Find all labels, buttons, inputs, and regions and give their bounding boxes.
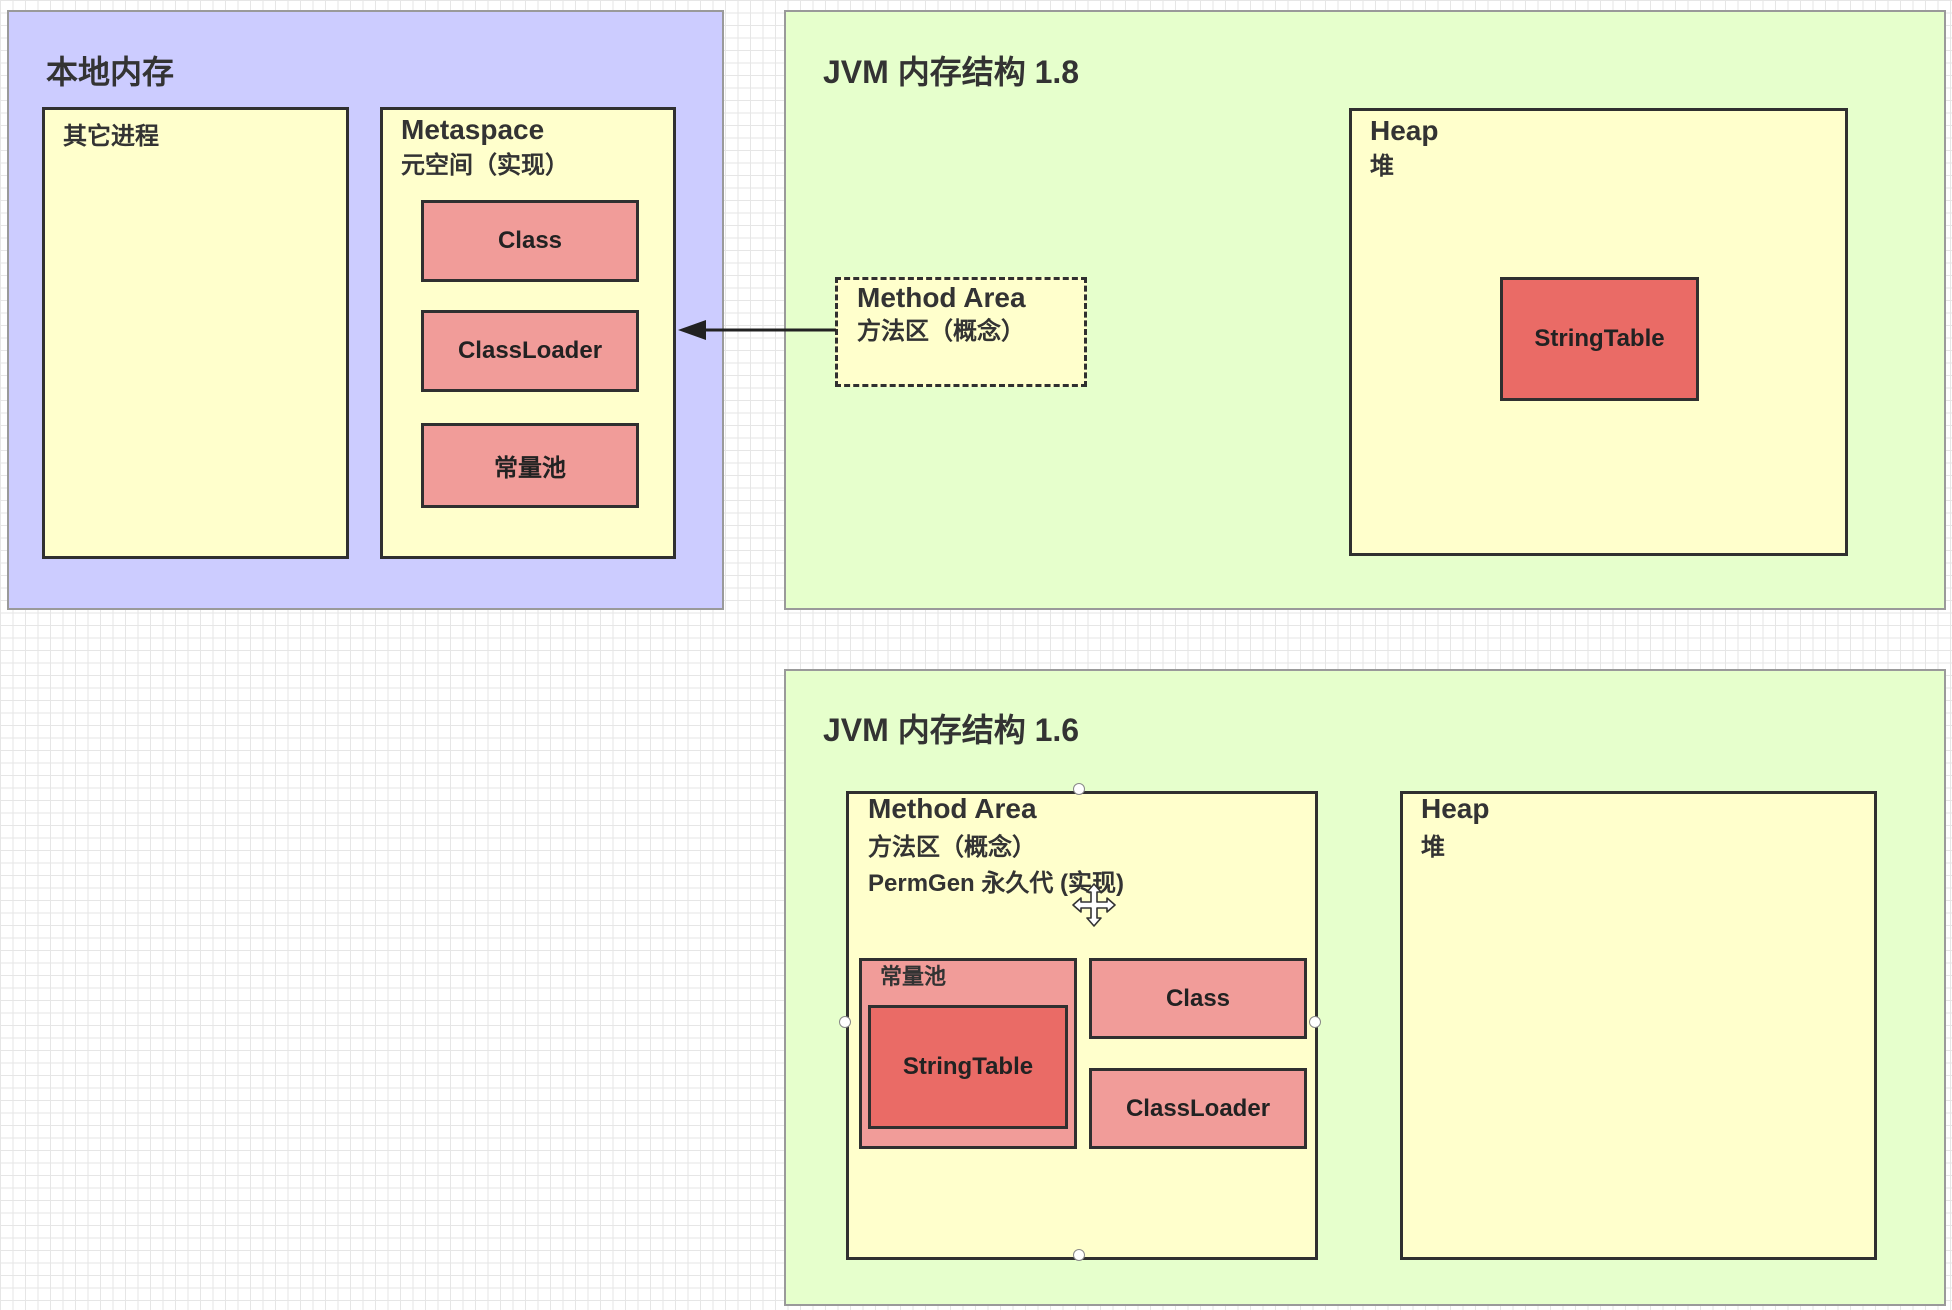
jvm16-heap-box[interactable]: Heap 堆 xyxy=(1400,791,1877,1260)
jvm16-constant-pool-box[interactable]: 常量池 StringTable xyxy=(859,958,1077,1149)
jvm16-method-area-desc: 方法区（概念） xyxy=(868,834,1036,861)
jvm16-heap-desc: 堆 xyxy=(1421,834,1445,861)
selection-handle-left[interactable] xyxy=(839,1016,851,1028)
jvm16-heap-name: Heap xyxy=(1421,793,1490,824)
selection-handle-bottom[interactable] xyxy=(1073,1249,1085,1261)
jvm16-method-area-box[interactable]: Method Area 方法区（概念） PermGen 永久代 (实现) 常量池… xyxy=(846,791,1318,1260)
jvm18-title: JVM 内存结构 1.8 xyxy=(823,54,1080,90)
native-memory-title: 本地内存 xyxy=(46,54,175,90)
jvm16-title: JVM 内存结构 1.6 xyxy=(823,712,1080,748)
jvm18-method-area-desc: 方法区（概念） xyxy=(857,318,1025,345)
jvm18-method-area-name: Method Area xyxy=(857,282,1026,313)
move-cursor-icon xyxy=(1072,883,1116,927)
jvm16-string-table-box[interactable]: StringTable xyxy=(868,1005,1068,1129)
other-process-box[interactable]: 其它进程 xyxy=(42,107,349,559)
jvm18-heap-name: Heap xyxy=(1370,115,1439,146)
other-process-label: 其它进程 xyxy=(63,123,159,150)
method-area-to-metaspace-arrow[interactable] xyxy=(670,315,840,345)
metaspace-constant-pool-box[interactable]: 常量池 xyxy=(421,423,639,508)
metaspace-name: Metaspace xyxy=(401,114,545,145)
jvm18-method-area-box[interactable]: Method Area 方法区（概念） xyxy=(835,277,1087,387)
metaspace-box[interactable]: Metaspace 元空间（实现） Class ClassLoader 常量池 xyxy=(380,107,676,559)
metaspace-classloader-box[interactable]: ClassLoader xyxy=(421,310,639,392)
native-memory-panel[interactable]: 本地内存 其它进程 Metaspace 元空间（实现） Class ClassL… xyxy=(7,10,724,610)
jvm18-heap-desc: 堆 xyxy=(1370,153,1394,180)
jvm16-panel[interactable]: JVM 内存结构 1.6 Method Area 方法区（概念） PermGen… xyxy=(784,669,1946,1306)
jvm16-method-area-name: Method Area xyxy=(868,793,1037,824)
jvm18-panel[interactable]: JVM 内存结构 1.8 Method Area 方法区（概念） Heap 堆 … xyxy=(784,10,1946,610)
metaspace-desc: 元空间（实现） xyxy=(401,152,569,179)
jvm18-string-table-box[interactable]: StringTable xyxy=(1500,277,1699,401)
jvm18-heap-box[interactable]: Heap 堆 StringTable xyxy=(1349,108,1848,556)
jvm16-permgen-label: PermGen 永久代 (实现) xyxy=(868,870,1125,897)
selection-handle-top[interactable] xyxy=(1073,783,1085,795)
selection-handle-right[interactable] xyxy=(1309,1016,1321,1028)
jvm16-constant-pool-label: 常量池 xyxy=(880,964,947,989)
arrow-head xyxy=(678,320,706,340)
jvm16-classloader-box[interactable]: ClassLoader xyxy=(1089,1068,1307,1149)
metaspace-class-box[interactable]: Class xyxy=(421,200,639,282)
jvm16-class-box[interactable]: Class xyxy=(1089,958,1307,1039)
